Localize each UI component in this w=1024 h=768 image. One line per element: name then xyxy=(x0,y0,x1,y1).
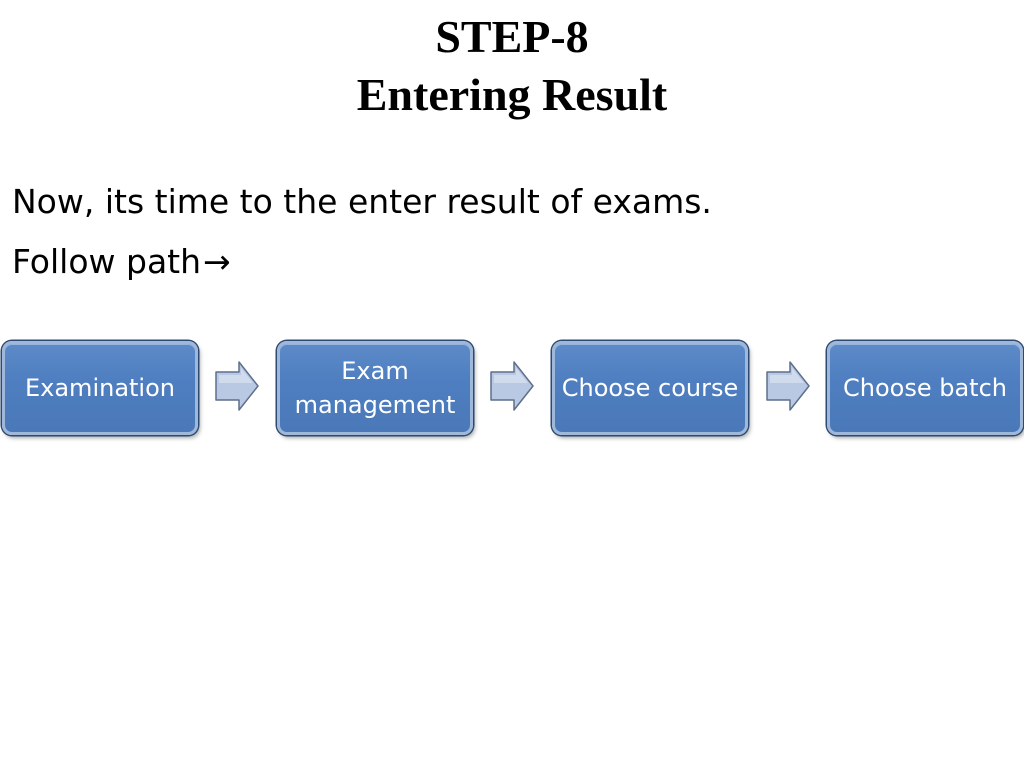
step-box-exam-management: Exam management xyxy=(277,341,473,435)
step-box-examination: Examination xyxy=(2,341,198,435)
step-label: Examination xyxy=(24,374,175,402)
flow-arrow-icon xyxy=(766,361,810,411)
title-step: STEP-8 xyxy=(435,11,589,62)
flow-arrow-icon xyxy=(215,361,259,411)
right-arrow-icon: → xyxy=(203,242,231,281)
step-label: Choose course xyxy=(561,374,739,402)
title-subtitle: Entering Result xyxy=(356,69,668,120)
step-label: Exam management xyxy=(294,357,456,419)
step-box-choose-batch: Choose batch xyxy=(827,341,1023,435)
follow-path-label: Follow path xyxy=(12,242,202,281)
flow-arrow-icon xyxy=(490,361,534,411)
page-title: STEP-8 Entering Result xyxy=(0,8,1024,124)
step-box-choose-course: Choose course xyxy=(552,341,748,435)
step-label: Choose batch xyxy=(843,374,1007,402)
instruction-line-2: Follow path→ xyxy=(12,232,712,292)
instruction-text: Now, its time to the enter result of exa… xyxy=(12,172,712,292)
instruction-line-1: Now, its time to the enter result of exa… xyxy=(12,182,712,221)
